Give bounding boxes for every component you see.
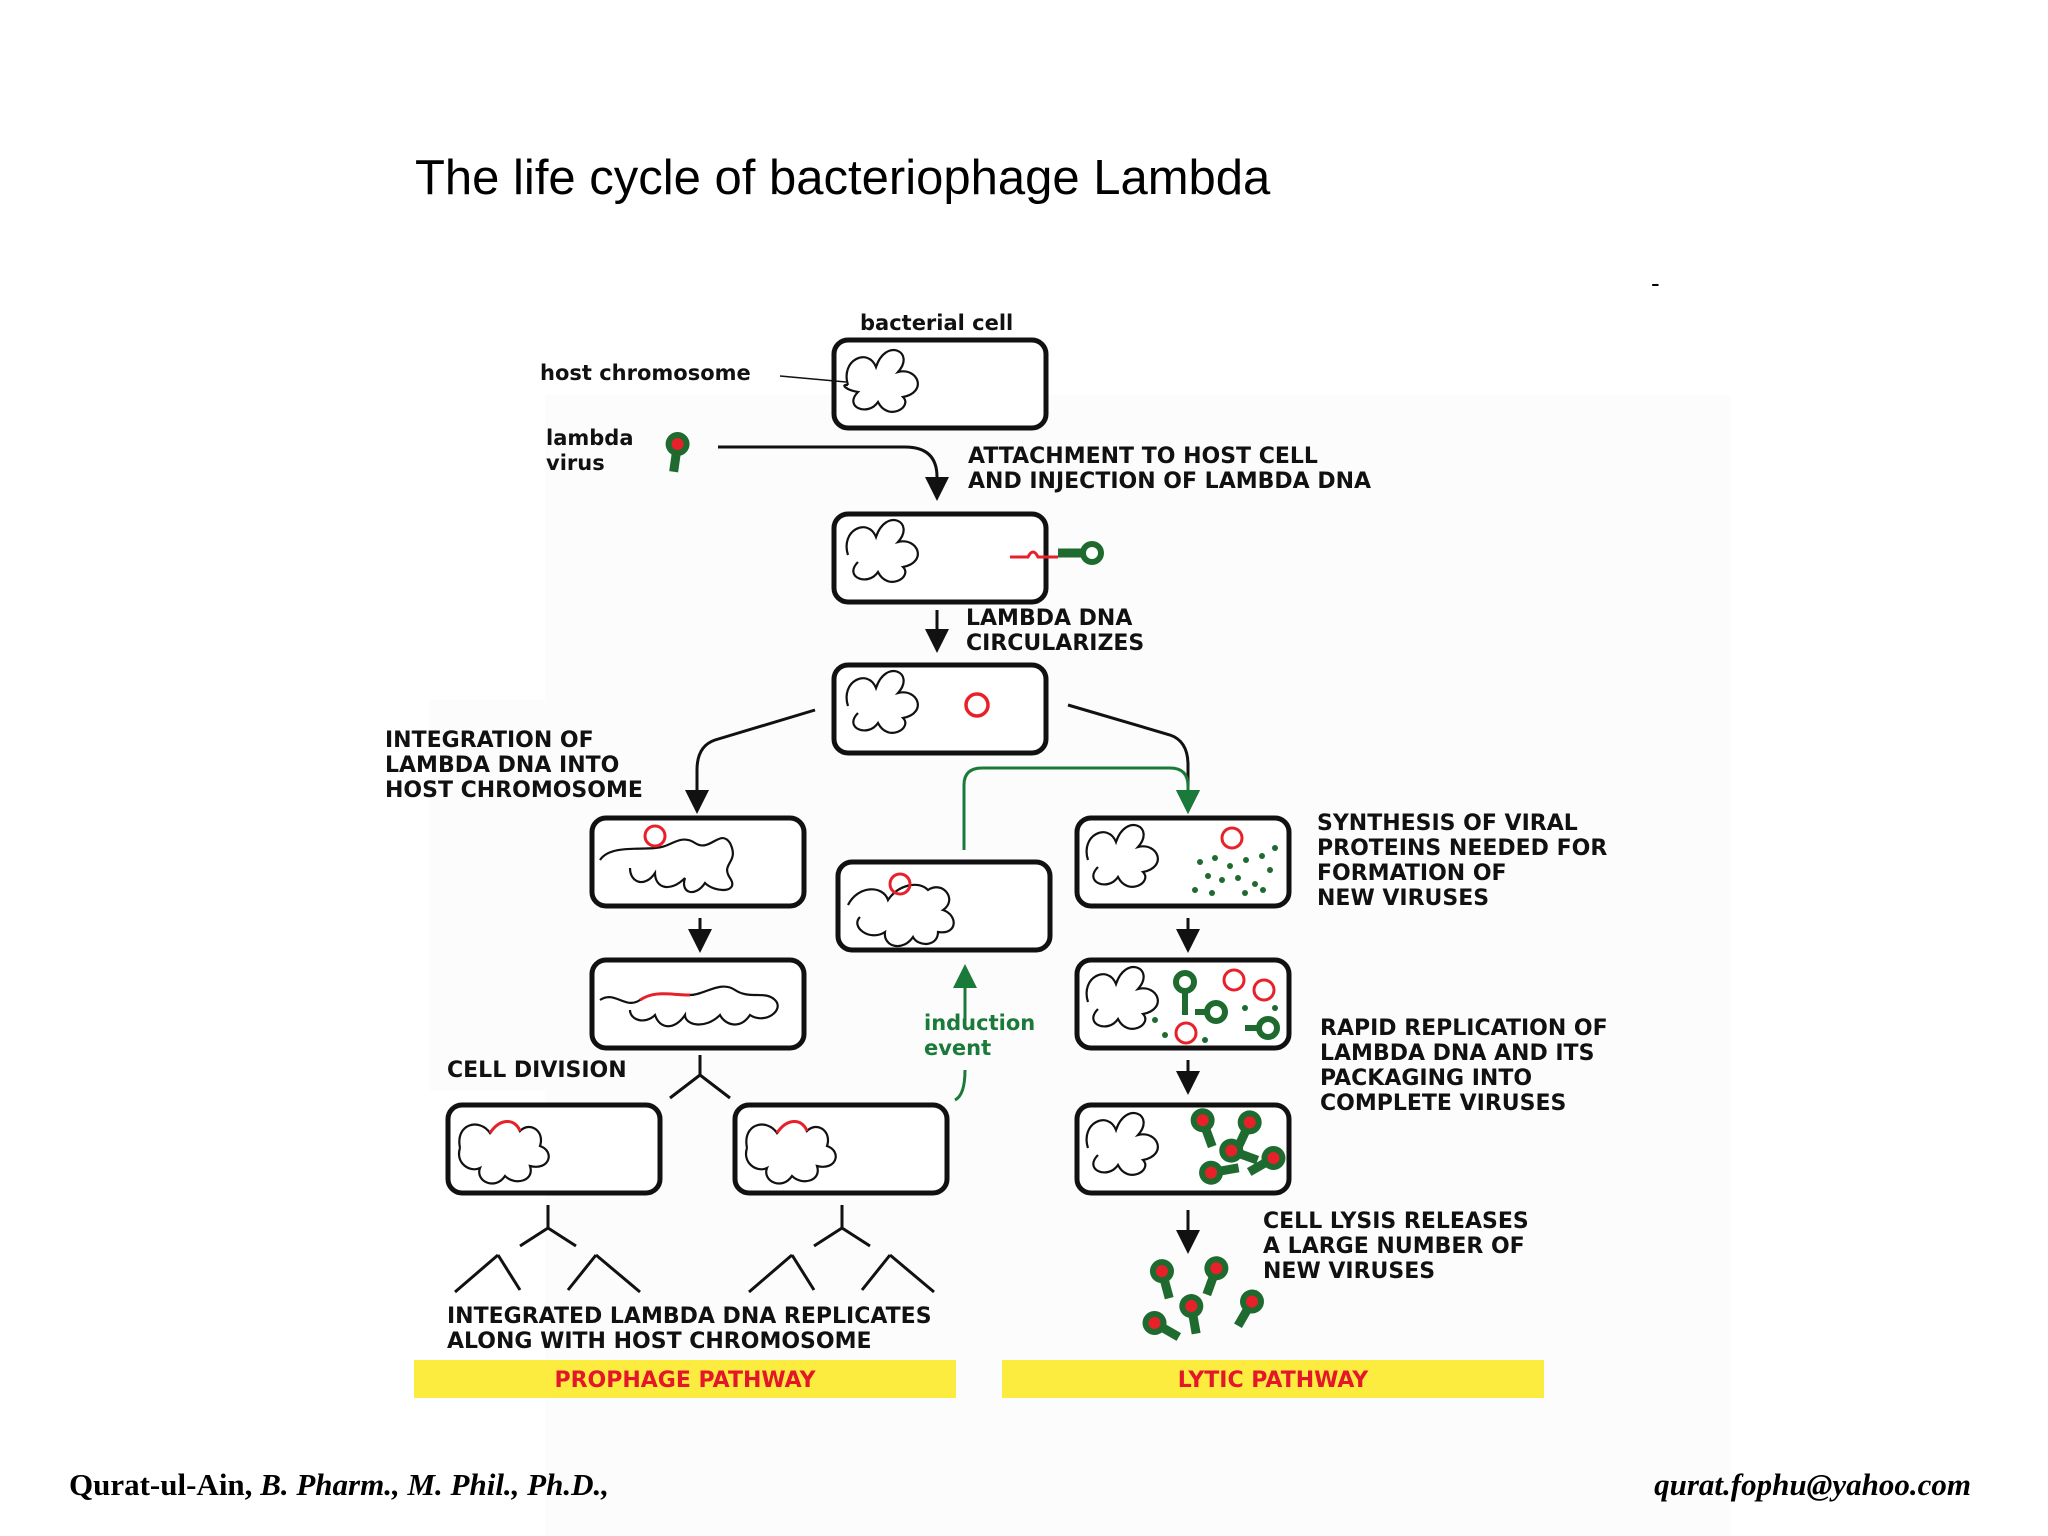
label-attachment-1: ATTACHMENT TO HOST CELL [968, 444, 1318, 469]
replication-chromosome [1085, 965, 1159, 1030]
footer-email: qurat.fophu@yahoo.com [1654, 1467, 1971, 1502]
injected-lambda-dna [1010, 550, 1058, 559]
label-lysis-2: A LARGE NUMBER OF [1263, 1234, 1525, 1259]
arrow-cell-division [669, 1055, 731, 1100]
arrow-to-lytic [1067, 703, 1200, 814]
assembling-phages [1173, 970, 1280, 1040]
label-bacterial-cell: bacterial cell [860, 311, 1013, 335]
prophage-lambda-segment [639, 992, 691, 1002]
label-attachment-2: AND INJECTION OF LAMBDA DNA [968, 469, 1371, 494]
label-lysis-1: CELL LYSIS RELEASES [1263, 1209, 1529, 1234]
arrow-branch-right [813, 1205, 871, 1248]
daughter-right-lambda [775, 1120, 809, 1134]
label-integration-2: LAMBDA DNA INTO [385, 753, 619, 778]
host-chromosome-dna-2 [845, 518, 919, 583]
lytic-pathway-label: LYTIC PATHWAY [1178, 1368, 1370, 1393]
label-circularizes-1: LAMBDA DNA [966, 606, 1132, 631]
label-cell-division: CELL DIVISION [447, 1058, 627, 1083]
cell-daughter-left [445, 1102, 663, 1196]
footer-author: Qurat-ul-Ain, B. Pharm., M. Phil., Ph.D.… [69, 1467, 609, 1503]
label-rapid-1: RAPID REPLICATION OF [1320, 1016, 1608, 1041]
excised-lambda-dna [888, 872, 912, 896]
prophage-pathway-label: PROPHAGE PATHWAY [554, 1368, 816, 1393]
arrow-branch-left [519, 1205, 577, 1248]
label-host-chromosome: host chromosome [540, 361, 751, 385]
label-lysis-3: NEW VIRUSES [1263, 1259, 1435, 1284]
arrow-induction-up [962, 766, 1200, 850]
cell-synthesis [1074, 815, 1292, 909]
cell-induced [835, 859, 1053, 953]
dash-mark: - [1651, 268, 1660, 298]
synthesis-lambda-dna [1220, 826, 1244, 850]
replication-dots [1152, 1005, 1278, 1043]
synthesis-chromosome [1085, 823, 1159, 888]
induced-chromosome [847, 883, 955, 948]
label-integrated-2: ALONG WITH HOST CHROMOSOME [447, 1329, 872, 1354]
cell-daughter-right [732, 1102, 950, 1196]
host-chromosome-dna-3 [845, 669, 919, 734]
arrow-induction-event [955, 970, 965, 1102]
author-name: Qurat-ul-Ain, [69, 1467, 253, 1502]
label-rapid-4: COMPLETE VIRUSES [1320, 1091, 1566, 1116]
label-synthesis-3: FORMATION OF [1317, 861, 1507, 886]
arrow-branch-right-2 [748, 1253, 935, 1294]
label-induction-2: event [924, 1036, 991, 1060]
integrated-chromosome [599, 837, 734, 894]
lytic-pathway-bar [1002, 1360, 1544, 1398]
host-chromosome-leader [779, 375, 847, 383]
attached-phage-icon [1058, 541, 1104, 565]
cell-prophage [589, 957, 807, 1051]
packaged-chromosome [1085, 1111, 1159, 1176]
label-integration-3: HOST CHROMOSOME [385, 778, 643, 803]
host-chromosome-dna [843, 348, 919, 413]
cell-initial [831, 337, 1049, 431]
author-credentials: B. Pharm., M. Phil., Ph.D., [260, 1467, 609, 1502]
viral-protein-dots [1192, 845, 1278, 896]
label-integration-1: INTEGRATION OF [385, 728, 594, 753]
label-rapid-2: LAMBDA DNA AND ITS [1320, 1041, 1594, 1066]
circular-lambda-dna [964, 692, 990, 718]
cell-integrated [589, 815, 807, 909]
slide-title: The life cycle of bacteriophage Lambda [415, 151, 1271, 205]
label-induction-1: induction [924, 1011, 1035, 1035]
replicating-lambda-dna [1174, 968, 1276, 1045]
prophage-pathway-bar [414, 1360, 956, 1398]
label-integrated-1: INTEGRATED LAMBDA DNA REPLICATES [447, 1304, 932, 1329]
label-rapid-3: PACKAGING INTO [1320, 1066, 1532, 1091]
daughter-left-lambda [488, 1120, 522, 1134]
arrow-to-prophage [685, 708, 816, 814]
label-circularizes-2: CIRCULARIZES [966, 631, 1144, 656]
label-lambda: lambda [546, 426, 634, 450]
arrow-attachment [718, 445, 949, 501]
label-virus: virus [546, 451, 605, 475]
diagram-background-left [430, 700, 560, 1090]
label-synthesis-1: SYNTHESIS OF VIRAL [1317, 811, 1578, 836]
integrating-lambda-dna [643, 824, 667, 848]
arrow-branch-left-2 [454, 1253, 641, 1294]
label-synthesis-2: PROTEINS NEEDED FOR [1317, 836, 1607, 861]
label-synthesis-4: NEW VIRUSES [1317, 886, 1489, 911]
